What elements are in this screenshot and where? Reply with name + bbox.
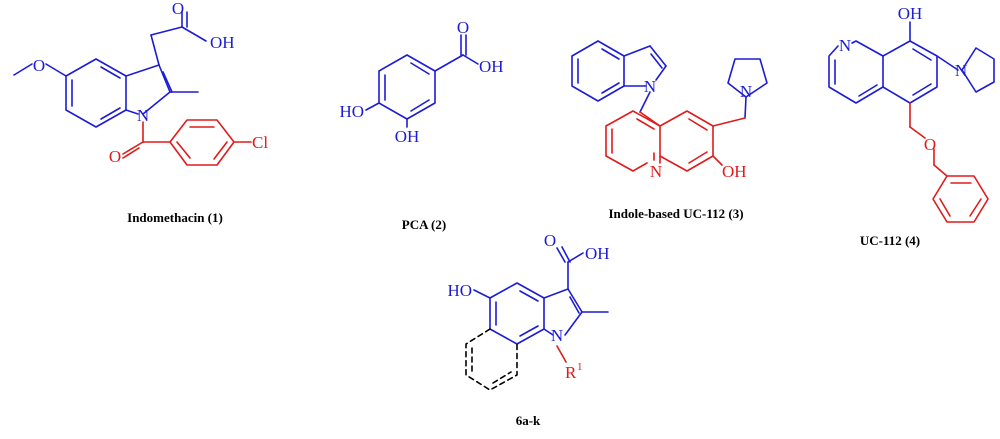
methoxy-oxygen-label: O: [33, 56, 45, 75]
indole-uc112-indole-bonds: [571, 40, 768, 119]
structure-indomethacin: O O OH N O Cl Indomethacin (1): [13, 0, 268, 225]
caption-indole-uc112: Indole-based UC-112 (3): [608, 206, 743, 221]
structure-uc112: OH N N O UC-112 (4): [828, 4, 995, 248]
6a-k-acid-hydroxyl-label: OH: [585, 244, 610, 263]
caption-6a-k: 6a-k: [516, 413, 541, 428]
6a-k-nitrogen-label: N: [551, 326, 563, 345]
uc112-ether-oxygen-label: O: [924, 135, 936, 154]
indole-uc112-quinoline-bonds: [605, 110, 746, 172]
uc112-hydroxyl-label: OH: [898, 4, 923, 23]
acid-hydroxyl-label: OH: [210, 33, 235, 52]
uc112-quinoline-bonds: [828, 21, 995, 104]
6a-k-r-group-label: R: [565, 363, 577, 382]
indole-nitrogen-label: N: [644, 77, 656, 96]
6a-k-carbonyl-oxygen-label: O: [544, 231, 556, 250]
indomethacin-scaffold-bonds: [13, 11, 207, 128]
acid-carbonyl-oxygen-label: O: [172, 0, 184, 18]
structure-indole-uc112: N N N OH Indole-based UC-112 (3): [571, 40, 768, 221]
amide-carbonyl-oxygen-label: O: [109, 147, 121, 166]
structure-6a-k: O OH HO N R 1 6a-k: [447, 231, 609, 428]
pca-bonds: [365, 34, 479, 128]
caption-indomethacin: Indomethacin (1): [127, 210, 223, 225]
quinolinol-hydroxyl-label: OH: [722, 162, 747, 181]
indomethacin-benzoyl-bonds: [122, 119, 252, 166]
pyrrolidine-nitrogen-label: N: [740, 82, 752, 101]
quinoline-nitrogen-label: N: [650, 162, 662, 181]
pca-para-hydroxyl-label: HO: [339, 102, 364, 121]
uc112-quinoline-nitrogen-label: N: [839, 36, 851, 55]
caption-pca: PCA (2): [402, 217, 446, 232]
pca-acid-hydroxyl-label: OH: [479, 57, 504, 76]
indole-nitrogen-label: N: [137, 106, 149, 125]
uc112-pyrrolidine-nitrogen-label: N: [955, 61, 967, 80]
6a-k-hydroxyl-label: HO: [447, 281, 472, 300]
pca-carbonyl-oxygen-label: O: [457, 18, 469, 37]
6a-k-scaffold-bonds: [473, 246, 609, 345]
6a-k-fused-ring-dashed-bonds: [465, 328, 518, 391]
6a-k-r-group-bond: [556, 345, 567, 363]
structure-pca: O OH HO OH PCA (2): [339, 18, 503, 232]
6a-k-r-superscript-label: 1: [577, 361, 583, 373]
pca-meta-hydroxyl-label: OH: [395, 127, 420, 146]
chlorine-label: Cl: [252, 133, 268, 152]
uc112-benzyloxy-bonds: [909, 102, 989, 223]
caption-uc112: UC-112 (4): [860, 233, 920, 248]
